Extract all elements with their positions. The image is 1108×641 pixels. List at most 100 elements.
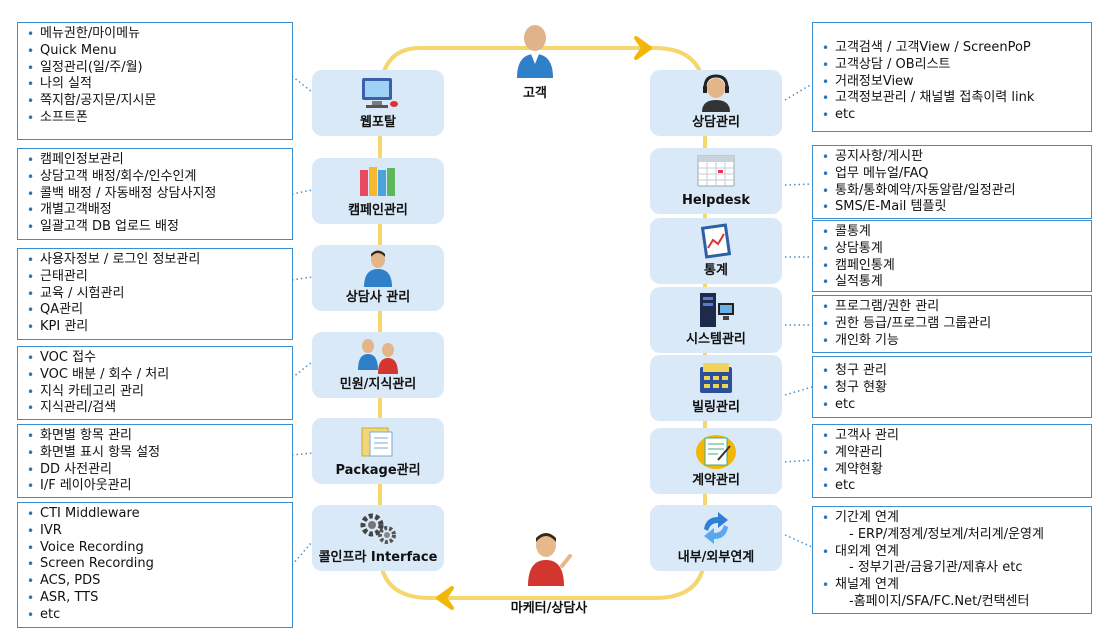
list-item: 상담고객 배정/회수/인수인계	[24, 169, 286, 186]
list-item: ACS, PDS	[24, 573, 286, 590]
box-package: 화면별 항목 관리 화면별 표시 항목 설정 DD 사전관리 I/F 레이아웃관…	[17, 424, 293, 498]
connector-left-4	[291, 361, 313, 379]
node-system[interactable]: 시스템관리	[650, 287, 782, 353]
list-item: 일괄고객 DB 업로드 배정	[24, 219, 286, 236]
list-item: QA관리	[24, 302, 286, 319]
box-web-portal: 메뉴권한/마이메뉴 Quick Menu 일정관리(일/주/월) 나의 실적 쪽…	[17, 22, 293, 140]
marketer-label: 마케터/상담사	[510, 601, 588, 616]
arrow-left-icon	[436, 586, 454, 610]
connector-right-2	[784, 183, 813, 186]
list-item: VOC 접수	[24, 350, 286, 367]
list-item: IVR	[24, 523, 286, 540]
list-item: 쪽지함/공지문/지시문	[24, 93, 286, 110]
node-voc-knowledge[interactable]: 민원/지식관리	[312, 332, 444, 398]
list-item: 소프트폰	[24, 110, 286, 127]
connectors	[291, 75, 813, 566]
node-helpdesk[interactable]: Helpdesk	[650, 148, 782, 214]
node-contract[interactable]: 계약관리	[650, 428, 782, 494]
node-label: 내부/외부연계	[677, 550, 755, 565]
feature-list: 고객검색 / 고객View / ScreenPoP 고객상담 / OB리스트 거…	[819, 26, 1085, 124]
box-statistics: 콜통계 상담통계 캠페인통계 실적통계	[812, 220, 1092, 292]
feature-list: 프로그램/권한 관리 권한 등급/프로그램 그룹관리 개인화 기능	[819, 299, 1085, 349]
feature-list: 청구 관리 청구 현황 etc	[819, 360, 1085, 413]
feature-list: 메뉴권한/마이메뉴 Quick Menu 일정관리(일/주/월) 나의 실적 쪽…	[24, 26, 286, 127]
box-billing: 청구 관리 청구 현황 etc	[812, 356, 1092, 418]
list-item: etc	[819, 107, 1085, 124]
list-item: Voice Recording	[24, 540, 286, 557]
agent-icon	[364, 250, 392, 287]
node-label: 빌링관리	[692, 400, 740, 415]
list-item: 고객사 관리	[819, 428, 1085, 445]
list-item: 캠페인정보관리	[24, 152, 286, 169]
calculator-icon	[700, 363, 732, 393]
list-item: 콜백 배정 / 자동배정 상담사지정	[24, 186, 286, 203]
feature-list: CTI Middleware IVR Voice Recording Scree…	[24, 506, 286, 624]
node-integration[interactable]: 내부/외부연계	[650, 505, 782, 571]
feature-list: 고객사 관리 계약관리 계약현황 etc	[819, 428, 1085, 495]
node-agent-management[interactable]: 상담사 관리	[312, 245, 444, 311]
list-item: 콜통계	[819, 224, 1085, 241]
list-item: 거래정보View	[819, 74, 1085, 91]
sync-icon	[704, 512, 728, 544]
box-consultation: 고객검색 / 고객View / ScreenPoP 고객상담 / OB리스트 거…	[812, 22, 1092, 132]
connector-right-7	[784, 534, 813, 548]
list-item: 권한 등급/프로그램 그룹관리	[819, 316, 1085, 333]
list-item: 나의 실적	[24, 76, 286, 93]
list-item: 지식관리/검색	[24, 400, 286, 417]
feature-list: VOC 접수 VOC 배분 / 회수 / 처리 지식 카테고리 관리 지식관리/…	[24, 350, 286, 417]
package-icon	[361, 427, 393, 457]
node-label: 계약관리	[692, 473, 740, 488]
feature-list: 콜통계 상담통계 캠페인통계 실적통계	[819, 224, 1085, 291]
list-item: 근태관리	[24, 269, 286, 286]
person-icon	[517, 25, 553, 78]
node-label: 상담관리	[692, 115, 740, 130]
list-item: 청구 현황	[819, 380, 1085, 397]
node-label: 통계	[704, 263, 728, 278]
list-item: CTI Middleware	[24, 506, 286, 523]
node-campaign[interactable]: 캠페인관리	[312, 158, 444, 224]
list-item: 업무 메뉴얼/FAQ	[819, 166, 1085, 183]
list-item: 일정관리(일/주/월)	[24, 60, 286, 77]
connector-left-1	[291, 75, 313, 93]
meeting-icon	[358, 339, 398, 374]
list-item: etc	[24, 607, 286, 624]
list-item: Quick Menu	[24, 43, 286, 60]
node-label: 상담사 관리	[345, 290, 411, 305]
list-item: 기간계 연계	[819, 510, 1085, 527]
list-item: SMS/E-Mail 템플릿	[819, 199, 1085, 216]
box-voc-knowledge: VOC 접수 VOC 배분 / 회수 / 처리 지식 카테고리 관리 지식관리/…	[17, 346, 293, 420]
node-consultation[interactable]: 상담관리	[650, 70, 782, 136]
node-label: 콜인프라 Interface	[318, 550, 438, 565]
feature-list: 기간계 연계 - ERP/계정계/정보계/처리계/운영계 대외계 연계 - 정부…	[819, 510, 1085, 611]
list-item: etc	[819, 478, 1085, 495]
books-icon	[360, 167, 395, 196]
feature-list: 공지사항/게시판 업무 메뉴얼/FAQ 통화/통화예약/자동알람/일정관리 SM…	[819, 149, 1085, 216]
box-campaign: 캠페인정보관리 상담고객 배정/회수/인수인계 콜백 배정 / 자동배정 상담사…	[17, 148, 293, 240]
list-item: 공지사항/게시판	[819, 149, 1085, 166]
list-item: 고객상담 / OB리스트	[819, 57, 1085, 74]
list-item: 고객검색 / 고객View / ScreenPoP	[819, 40, 1085, 57]
server-icon	[700, 293, 734, 327]
node-statistics[interactable]: 통계	[650, 218, 782, 284]
list-item: 개별고객배정	[24, 202, 286, 219]
list-item: - 정부기관/금융기관/제휴사 etc	[849, 560, 1023, 576]
list-item: 실적통계	[819, 274, 1085, 291]
list-item: 교육 / 시험관리	[24, 286, 286, 303]
connector-left-6	[291, 541, 313, 566]
list-item: 화면별 항목 관리	[24, 428, 286, 445]
list-item: 채널계 연계	[819, 577, 1085, 594]
connector-right-5	[784, 386, 813, 396]
list-item: I/F 레이아웃관리	[24, 478, 286, 495]
connector-right-6	[784, 459, 813, 463]
list-item: DD 사전관리	[24, 462, 286, 479]
node-call-infra[interactable]: 콜인프라 Interface	[312, 505, 444, 571]
box-system: 프로그램/권한 관리 권한 등급/프로그램 그룹관리 개인화 기능	[812, 295, 1092, 353]
node-web-portal[interactable]: 웹포탈	[312, 70, 444, 136]
node-package[interactable]: Package관리	[312, 418, 444, 484]
node-billing[interactable]: 빌링관리	[650, 355, 782, 421]
list-item: 청구 관리	[819, 363, 1085, 380]
node-label: 민원/지식관리	[339, 377, 417, 392]
monitor-icon	[362, 78, 398, 108]
connector-left-3	[291, 276, 313, 281]
